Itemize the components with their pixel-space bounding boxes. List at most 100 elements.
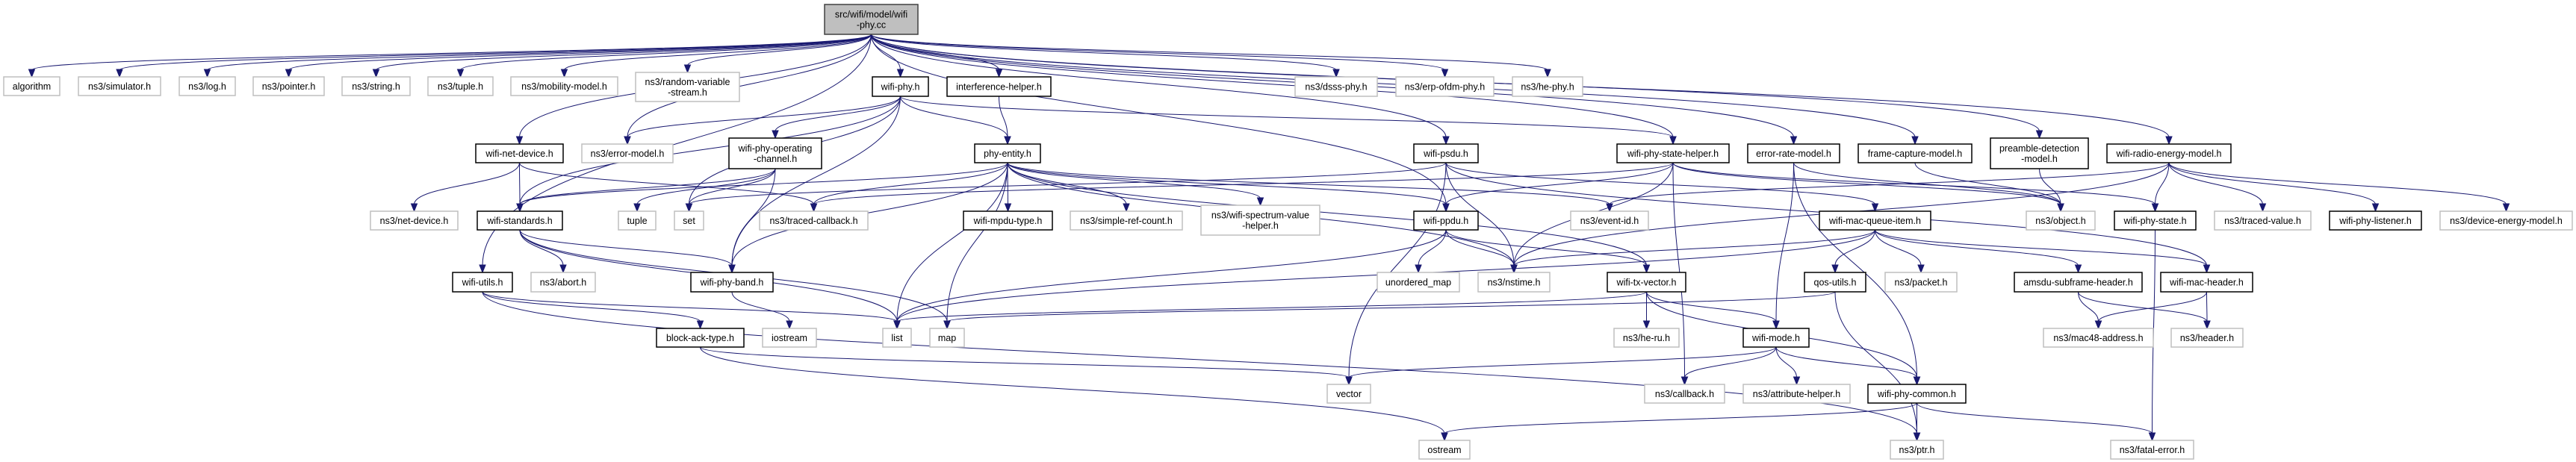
node-listener[interactable]: wifi-phy-listener.h bbox=[2329, 210, 2422, 231]
node-psdu[interactable]: wifi-psdu.h bbox=[1413, 143, 1479, 163]
edge-statehelper-to-object bbox=[1672, 162, 2061, 205]
node-main[interactable]: src/wifi/model/wifi-phy.cc bbox=[824, 4, 919, 35]
edge-common-to-fatal bbox=[1917, 402, 2153, 434]
edge-main-to-dsss bbox=[871, 34, 1337, 71]
node-box bbox=[1857, 143, 1973, 163]
edge-main-to-log bbox=[207, 34, 872, 71]
node-ppdu[interactable]: wifi-ppdu.h bbox=[1413, 210, 1479, 231]
node-txvector[interactable]: wifi-tx-vector.h bbox=[1607, 272, 1686, 293]
node-dsss: ns3/dsss-phy.h bbox=[1294, 76, 1378, 97]
edge-opchan-to-band bbox=[731, 168, 776, 266]
node-framecap[interactable]: frame-capture-model.h bbox=[1857, 143, 1973, 163]
node-map: map bbox=[929, 328, 965, 348]
node-box bbox=[618, 210, 657, 231]
arrowhead-icon bbox=[560, 69, 568, 78]
edge-phyentity-to-tracedcb bbox=[813, 162, 1008, 205]
node-preamble[interactable]: preamble-detection-model.h bbox=[1990, 137, 2089, 169]
node-box bbox=[1819, 210, 1931, 231]
node-label: amsdu-subframe-header.h bbox=[2023, 277, 2133, 287]
node-label: ns3/fatal-error.h bbox=[2120, 445, 2185, 455]
node-label: vector bbox=[1336, 389, 1362, 399]
node-netdev[interactable]: wifi-net-device.h bbox=[475, 143, 564, 163]
node-box bbox=[1395, 76, 1495, 97]
arrowhead-icon bbox=[1345, 376, 1353, 386]
node-mpdutype[interactable]: wifi-mpdu-type.h bbox=[963, 210, 1053, 231]
node-label: wifi-phy.h bbox=[881, 81, 920, 92]
node-ostream: ostream bbox=[1418, 440, 1471, 460]
node-queueitem[interactable]: wifi-mac-queue-item.h bbox=[1819, 210, 1931, 231]
node-box bbox=[510, 76, 618, 96]
node-wifiphy[interactable]: wifi-phy.h bbox=[872, 76, 929, 97]
node-label: block-ack-type.h bbox=[666, 333, 734, 343]
node-opchan[interactable]: wifi-phy-operating-channel.h bbox=[728, 137, 822, 169]
node-label: wifi-phy-state-helper.h bbox=[1627, 149, 1719, 159]
arrowhead-icon bbox=[1004, 136, 1011, 146]
node-standards[interactable]: wifi-standards.h bbox=[477, 210, 563, 231]
arrowhead-icon bbox=[2148, 432, 2156, 442]
edge-mode-to-attrhelper bbox=[1775, 346, 1797, 378]
node-macheader[interactable]: wifi-mac-header.h bbox=[2160, 272, 2253, 293]
edge-radioenergy-to-eventid bbox=[1609, 162, 2170, 205]
edge-opchan-to-standards bbox=[519, 168, 776, 205]
node-box bbox=[1200, 205, 1320, 236]
edge-main-to-rvs bbox=[687, 34, 872, 66]
node-interf[interactable]: interference-helper.h bbox=[946, 76, 1052, 97]
edge-phyentity-to-standards bbox=[519, 162, 1008, 205]
arrowhead-icon bbox=[559, 264, 567, 274]
edge-qos-to-map bbox=[946, 291, 1836, 322]
edge-common-to-ostream bbox=[1444, 402, 1917, 434]
node-box bbox=[2439, 210, 2573, 231]
node-label: wifi-phy-operating bbox=[738, 143, 813, 154]
node-label: -model.h bbox=[2021, 154, 2058, 164]
arrowhead-icon bbox=[1441, 432, 1448, 442]
node-label: ns3/mobility-model.h bbox=[521, 81, 607, 92]
arrowhead-icon bbox=[2094, 320, 2102, 330]
node-box bbox=[2329, 210, 2422, 231]
node-radioenergy[interactable]: wifi-radio-energy-model.h bbox=[2106, 143, 2232, 163]
arrowhead-icon bbox=[203, 69, 211, 78]
node-mode[interactable]: wifi-mode.h bbox=[1742, 328, 1810, 348]
node-qos[interactable]: qos-utils.h bbox=[1804, 272, 1866, 293]
arrowhead-icon bbox=[1680, 376, 1689, 386]
node-band[interactable]: wifi-phy-band.h bbox=[690, 272, 774, 293]
edge-main-to-algorithm bbox=[31, 34, 872, 71]
edge-queueitem-to-qos bbox=[1834, 229, 1875, 266]
node-common[interactable]: wifi-phy-common.h bbox=[1867, 384, 1967, 404]
edge-statehelper-to-ppdu bbox=[1445, 162, 1674, 205]
edge-main-to-ns3tuple bbox=[460, 34, 872, 71]
node-label: wifi-mac-queue-item.h bbox=[1828, 216, 1921, 226]
arrowhead-icon bbox=[410, 203, 418, 213]
node-label: ns3/mac48-address.h bbox=[2053, 333, 2143, 343]
node-label: map bbox=[938, 333, 956, 343]
node-errrate[interactable]: error-rate-model.h bbox=[1747, 143, 1840, 163]
node-nstime: ns3/nstime.h bbox=[1477, 272, 1551, 293]
node-label: wifi-mpdu-type.h bbox=[973, 216, 1043, 226]
node-utils[interactable]: wifi-utils.h bbox=[452, 272, 513, 293]
node-label: ns3/random-variable bbox=[645, 77, 730, 87]
node-phyentity[interactable]: phy-entity.h bbox=[974, 143, 1041, 163]
edge-radioenergy-to-tracedval bbox=[2168, 162, 2263, 205]
node-box bbox=[530, 272, 596, 293]
node-statehelper[interactable]: wifi-phy-state-helper.h bbox=[1616, 143, 1730, 163]
arrowhead-icon bbox=[1441, 69, 1449, 78]
arrowhead-icon bbox=[479, 264, 486, 274]
node-blockack[interactable]: block-ack-type.h bbox=[656, 328, 745, 348]
edge-utils-to-ptr bbox=[482, 291, 1917, 434]
node-callback: ns3/callback.h bbox=[1644, 384, 1725, 404]
node-vector: vector bbox=[1326, 384, 1371, 404]
arrowhead-icon bbox=[2165, 136, 2173, 146]
node-box bbox=[1413, 143, 1479, 163]
arrowhead-icon bbox=[1004, 203, 1012, 213]
edge-queueitem-to-nstime bbox=[1513, 229, 1875, 266]
arrowhead-icon bbox=[285, 69, 293, 78]
node-label: algorithm bbox=[13, 81, 51, 92]
node-box bbox=[78, 76, 161, 96]
node-label: interference-helper.h bbox=[956, 81, 1042, 92]
node-label: phy-entity.h bbox=[984, 149, 1031, 159]
edge-main-to-errmodel bbox=[627, 34, 872, 138]
arrowhead-icon bbox=[116, 69, 123, 78]
node-amsdu[interactable]: amsdu-subframe-header.h bbox=[2014, 272, 2143, 293]
edge-standards-to-abort bbox=[519, 229, 564, 266]
node-phystate[interactable]: wifi-phy-state.h bbox=[2114, 210, 2197, 231]
node-simpleref: ns3/simple-ref-count.h bbox=[1070, 210, 1183, 231]
